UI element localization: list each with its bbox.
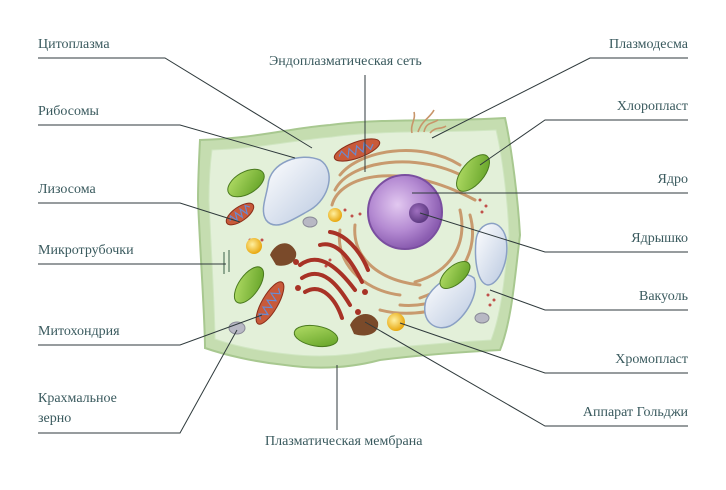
label-plasmodesma: Плазмодесма [609,37,688,52]
chloroplast-4 [293,324,339,348]
label-nucleus: Ядро [657,172,688,187]
label-chloroplast: Хлоропласт [616,99,688,114]
chloroplast-1 [227,168,265,198]
lysosome-brown-1 [270,243,297,266]
golgi-vesicles [293,259,368,315]
label-starch-grain-line1: Крахмальное [38,391,117,406]
chromoplast-3 [387,313,405,331]
golgi-apparatus [298,230,370,320]
nucleus [367,174,443,250]
label-lysosome: Лизосома [38,182,96,197]
starch-grain-3 [474,312,490,324]
chromoplast-2 [328,208,342,222]
starch-grain-1 [228,321,246,335]
mitochondrion-3 [255,281,285,325]
label-vacuole: Вакуоль [639,289,688,304]
plasmodesma-strands [410,109,447,134]
label-cytoplasm: Цитоплазма [38,37,110,52]
starch-grain-2 [302,216,318,228]
label-plasma-membrane: Плазматическая мембрана [265,434,423,449]
label-microtubules: Микротрубочки [38,243,134,258]
microtubules [223,250,230,274]
label-mitochondrion: Митохондрия [38,324,120,339]
label-golgi: Аппарат Гольджи [582,405,688,420]
label-endoplasmic-reticulum: Эндоплазматическая сеть [269,54,422,69]
label-ribosomes: Рибосомы [38,104,99,119]
vacuole-upper [262,156,330,226]
chloroplast-5 [439,261,471,289]
label-chromoplast: Хромопласт [615,352,688,367]
lysosome-brown-2 [350,314,379,336]
vacuole-right [474,222,508,286]
nucleolus [409,203,429,223]
label-starch-grain-line2: зерно [38,411,72,426]
label-nucleolus: Ядрышко [631,231,688,246]
chloroplast-3 [233,266,265,304]
mitochondrion-1 [333,138,381,162]
leader-lines [38,57,688,434]
chromoplast-1 [246,238,262,254]
